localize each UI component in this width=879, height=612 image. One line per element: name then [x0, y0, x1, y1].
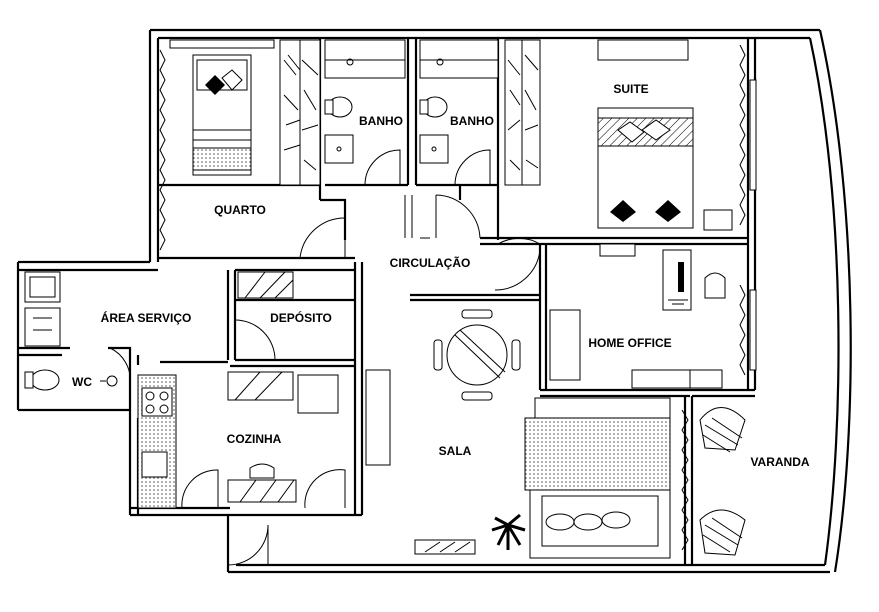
office-furniture — [549, 243, 757, 389]
label-home-office: HOME OFFICE — [588, 336, 671, 350]
kitchen-fixtures — [137, 371, 339, 509]
doors — [109, 149, 541, 566]
label-quarto: QUARTO — [214, 203, 266, 217]
label-banho-1: BANHO — [359, 114, 403, 128]
label-cozinha: COZINHA — [227, 432, 282, 446]
label-wc: WC — [72, 375, 92, 389]
deposito-shelves — [237, 271, 294, 299]
wardrobes — [159, 39, 746, 551]
plant-icon — [491, 513, 526, 550]
label-circulacao: CIRCULAÇÃO — [390, 255, 471, 270]
suite-bed — [597, 39, 757, 231]
label-varanda: VARANDA — [750, 455, 809, 469]
label-sala: SALA — [439, 444, 472, 458]
room-labels: QUARTO BANHO BANHO SUITE CIRCULAÇÃO ÁREA… — [72, 82, 810, 469]
dining-table — [433, 309, 521, 401]
label-area-servico: ÁREA SERVIÇO — [101, 310, 192, 325]
bathroom-fixtures — [324, 39, 499, 164]
label-deposito: DEPÓSITO — [270, 310, 332, 325]
quarto-bed — [169, 39, 275, 176]
service-fixtures — [24, 271, 118, 391]
label-suite: SUITE — [613, 82, 648, 96]
sala-furniture — [365, 369, 671, 559]
label-banho-2: BANHO — [450, 114, 494, 128]
interior-walls — [18, 38, 757, 565]
varanda-chairs — [699, 407, 746, 556]
